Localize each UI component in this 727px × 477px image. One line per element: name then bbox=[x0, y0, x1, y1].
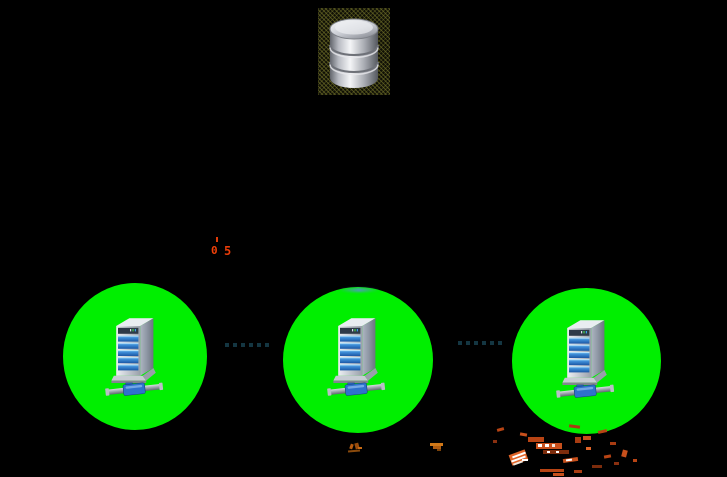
artifact-fragment bbox=[538, 444, 542, 447]
server-tower-network-icon bbox=[554, 309, 620, 401]
artifact-fragment bbox=[430, 443, 443, 446]
artifact-fragment bbox=[592, 465, 602, 468]
database-cylinder-icon bbox=[318, 8, 390, 95]
artifact-fragment bbox=[358, 447, 362, 449]
artifact-fragment bbox=[597, 429, 608, 434]
artifact-fragment bbox=[575, 437, 581, 443]
artifact-fragment bbox=[519, 432, 528, 437]
artifact-fragment bbox=[556, 451, 559, 453]
artifact-fragment bbox=[528, 437, 544, 442]
artifact-glyph: 0 bbox=[211, 244, 218, 257]
artifact-fragment bbox=[553, 473, 564, 476]
server-node-2 bbox=[283, 287, 433, 433]
artifact-fragment bbox=[433, 446, 441, 449]
server-tower-network-icon bbox=[103, 307, 169, 399]
artifact-fragment bbox=[545, 444, 549, 447]
artifact-fragment bbox=[216, 237, 218, 242]
link-node1-node2 bbox=[225, 343, 270, 347]
server-node-1 bbox=[63, 283, 207, 430]
artifact-glyph: 5 bbox=[224, 244, 232, 258]
database-node bbox=[318, 8, 390, 95]
artifact-fragment bbox=[547, 451, 550, 453]
artifact-fragment bbox=[603, 454, 612, 459]
server-node-3 bbox=[512, 288, 661, 434]
server-tower-network-icon bbox=[325, 307, 391, 399]
artifact-fragment bbox=[552, 444, 555, 447]
artifact-fragment bbox=[610, 442, 616, 445]
artifact-fragment bbox=[540, 469, 564, 472]
artifact-fragment bbox=[574, 470, 582, 473]
artifact-fragment bbox=[347, 449, 361, 453]
artifact-fragment bbox=[583, 436, 591, 440]
artifact-fragment bbox=[614, 462, 619, 465]
link-node2-node3 bbox=[458, 341, 503, 345]
circle-top-blue-accent bbox=[338, 288, 380, 292]
artifact-fragment bbox=[437, 449, 441, 451]
artifact-fragment bbox=[621, 449, 628, 458]
artifact-fragment bbox=[493, 440, 497, 443]
artifact-fragment bbox=[522, 459, 528, 461]
artifact-fragment bbox=[633, 459, 637, 462]
artifact-fragment bbox=[586, 447, 591, 450]
artifact-fragment bbox=[496, 427, 505, 432]
artifact-fragment bbox=[349, 443, 354, 450]
artifact-fragment bbox=[536, 443, 562, 449]
